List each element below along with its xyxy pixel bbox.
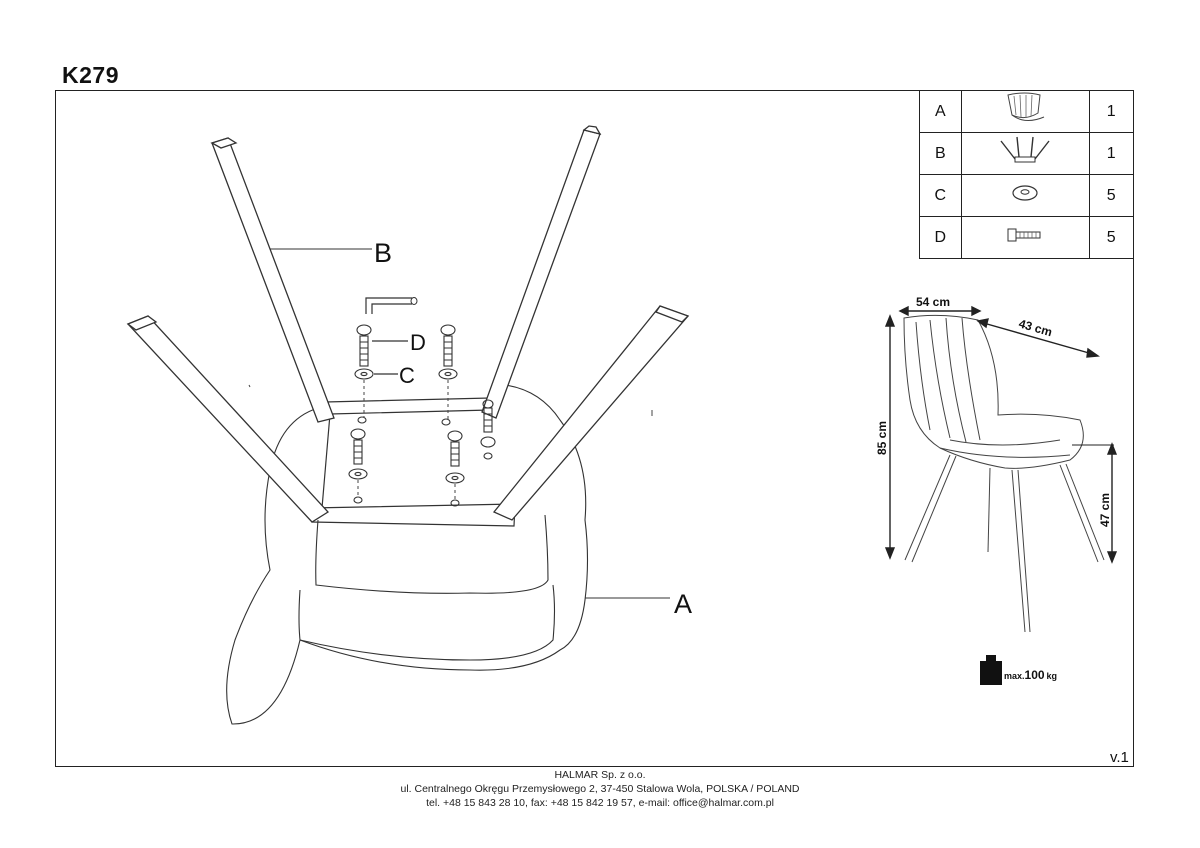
footer-company: HALMAR Sp. z o.o. <box>554 769 646 781</box>
max-load-prefix: max. <box>1004 671 1025 681</box>
part-image <box>960 174 1090 217</box>
part-image <box>960 132 1090 175</box>
footer-contact: tel. +48 15 843 28 10, fax: +48 15 842 1… <box>426 797 774 809</box>
part-image <box>960 90 1090 133</box>
model-code: K279 <box>62 62 119 88</box>
footer: HALMAR Sp. z o.o. ul. Centralnego Okręgu… <box>0 768 1200 810</box>
bolt-icon <box>1007 228 1041 242</box>
seat-icon <box>1007 92 1045 121</box>
version-label: v.1 <box>1110 749 1129 766</box>
stray-mark <box>248 384 653 416</box>
dimension-seat-height: 47 cm <box>1098 493 1112 527</box>
guide-lines <box>357 380 456 500</box>
max-load-value: 100 <box>1025 668 1045 682</box>
callout-a: A <box>674 589 692 619</box>
dimension-height: 85 cm <box>875 421 889 455</box>
max-load-unit: kg <box>1047 671 1058 681</box>
chair-side-view <box>903 314 1105 633</box>
part-letter: D <box>919 216 962 259</box>
parts-table: A 1 B 1 C 5 D <box>919 90 1134 259</box>
dimension-width: 54 cm <box>916 295 950 309</box>
callout-c: C <box>399 363 415 388</box>
leg-frame-drawing <box>126 125 690 523</box>
dimension-lines <box>884 305 1118 564</box>
part-image <box>960 216 1090 259</box>
weight-icon <box>980 655 1002 685</box>
part-row-d: D 5 <box>919 216 1134 259</box>
allen-key-icon <box>365 297 412 314</box>
callout-b: B <box>374 238 392 268</box>
part-qty: 1 <box>1088 132 1134 175</box>
part-row-b: B 1 <box>919 132 1134 175</box>
part-letter: C <box>919 174 962 217</box>
callout-d: D <box>410 330 426 355</box>
leg-frame-icon <box>1000 136 1050 163</box>
footer-address: ul. Centralnego Okręgu Przemysłowego 2, … <box>400 783 800 795</box>
part-qty: 5 <box>1088 216 1134 259</box>
dimension-depth: 43 cm <box>1017 316 1054 339</box>
seat-shell-drawing <box>226 384 589 725</box>
part-qty: 5 <box>1088 174 1134 217</box>
drawing-frame <box>55 90 1134 767</box>
washer-icon <box>1012 185 1038 201</box>
part-row-c: C 5 <box>919 174 1134 217</box>
hardware-drawing <box>348 324 496 507</box>
